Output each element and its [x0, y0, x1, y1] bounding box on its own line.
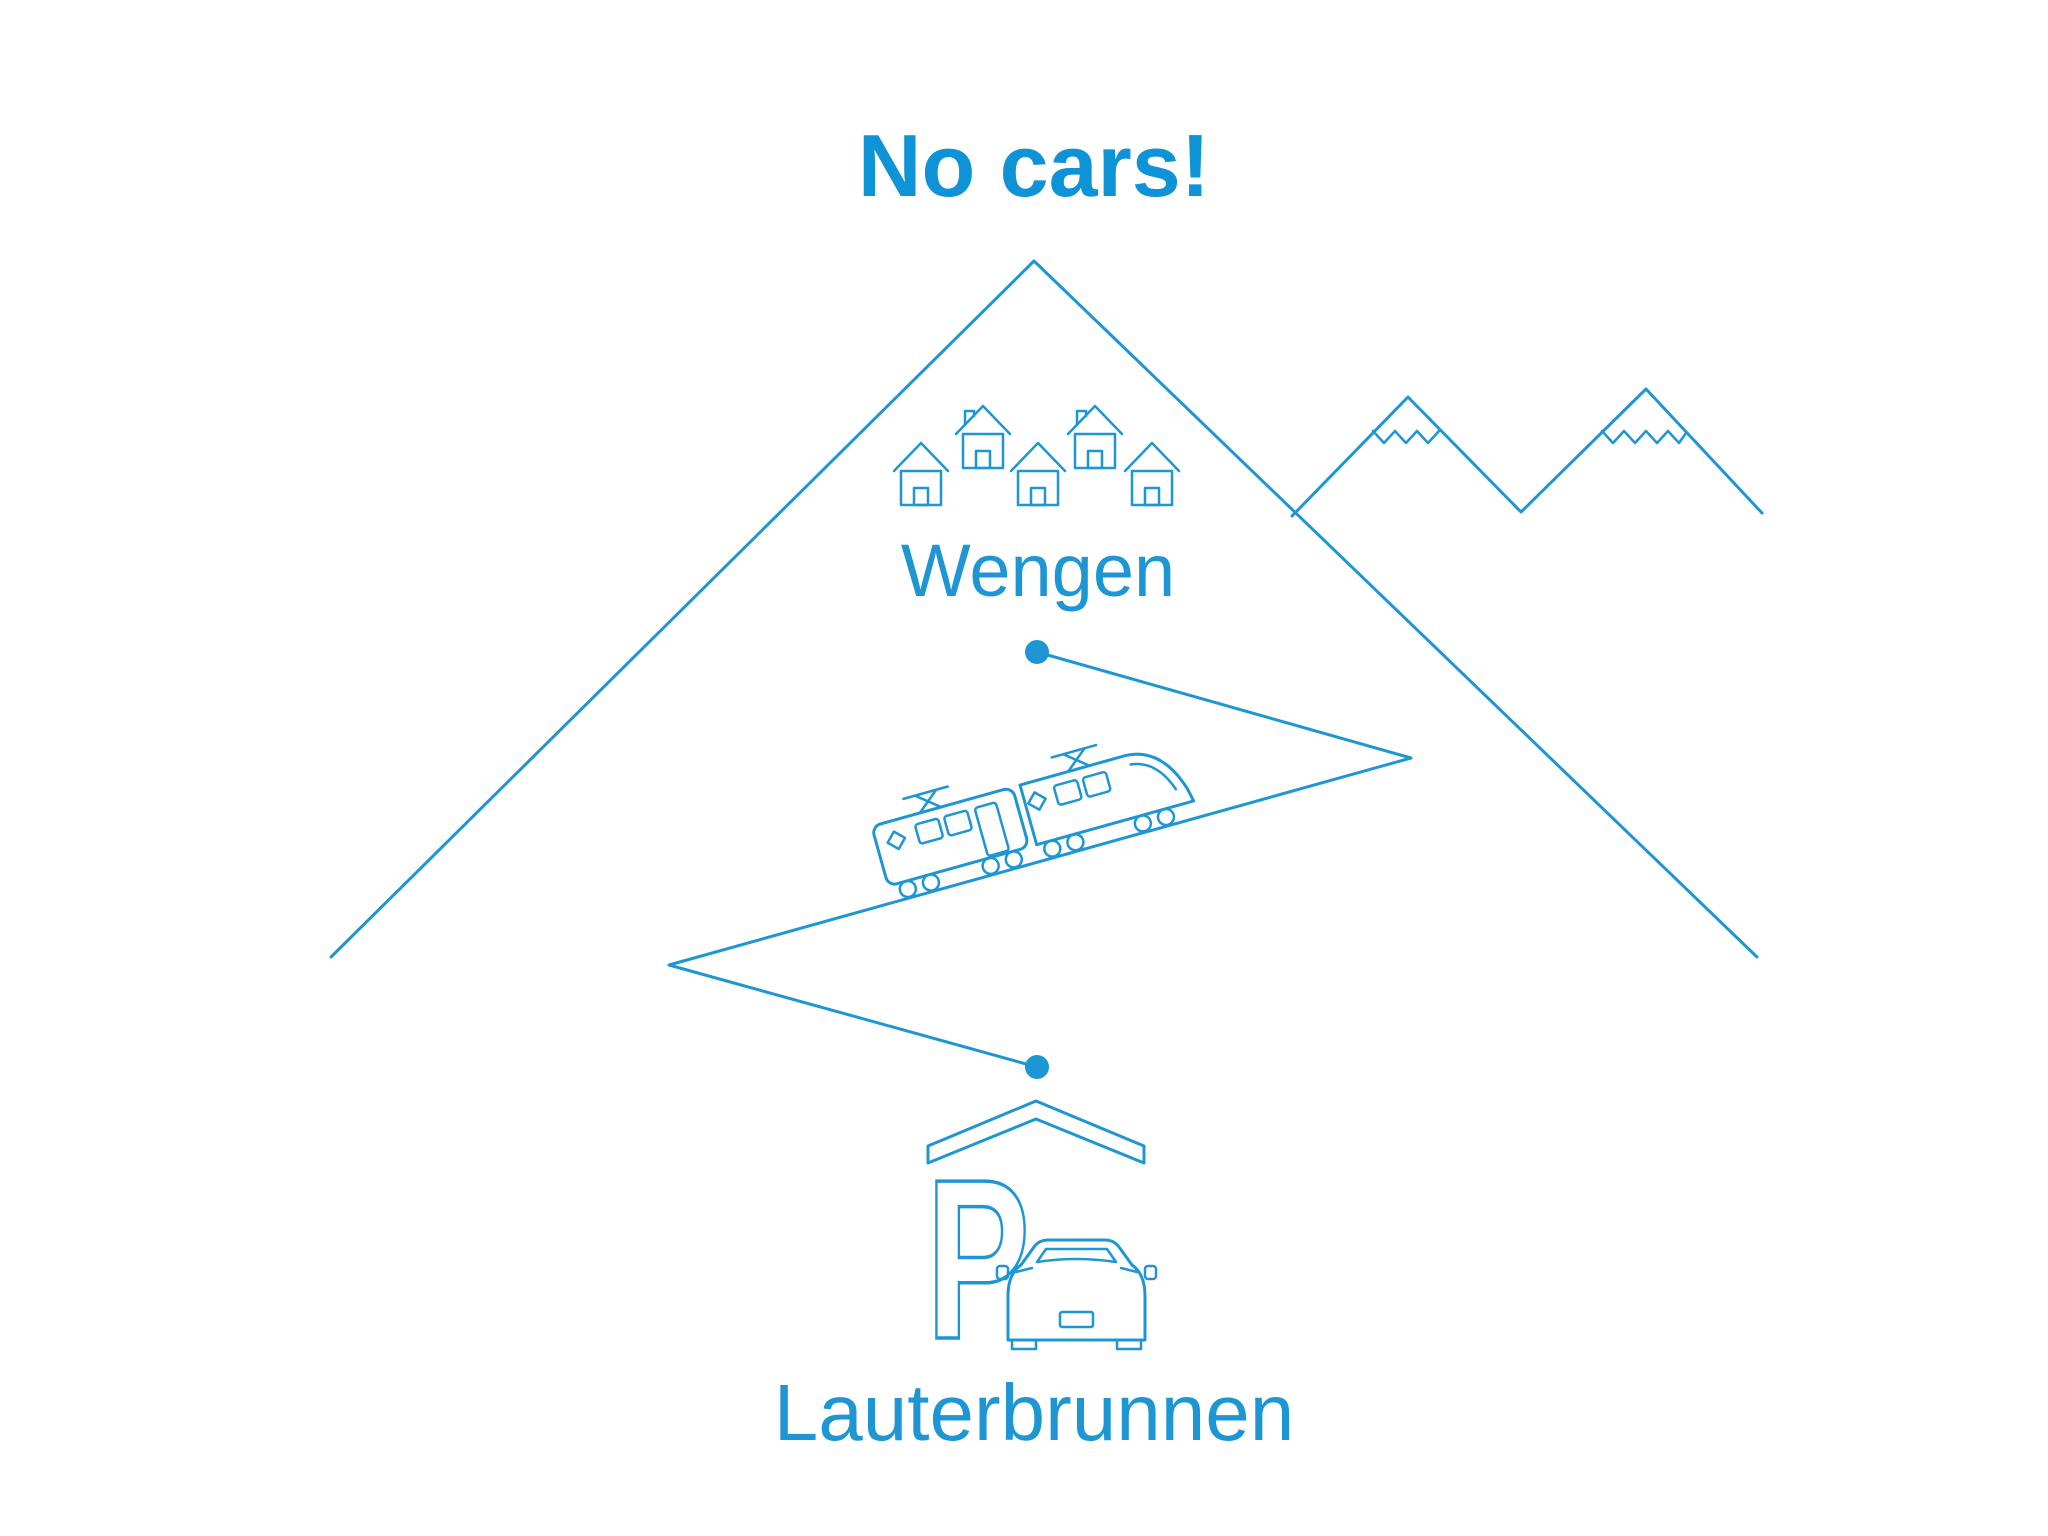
car-wheel	[1010, 1338, 1038, 1351]
garage-roof-icon	[926, 1099, 1146, 1165]
big-mountain-icon	[329, 259, 1759, 959]
cog-railway-line	[667, 650, 1413, 1069]
page-title: No cars!	[858, 116, 1210, 215]
car-headlight	[1119, 1266, 1139, 1274]
house-icon	[1009, 441, 1067, 507]
car-wheel	[1115, 1338, 1143, 1351]
train-window	[1052, 779, 1083, 806]
snow-cap-line	[1600, 429, 1688, 445]
train-window	[914, 817, 944, 845]
parking-garage-icon: P	[924, 1099, 1158, 1389]
train-front-car	[1018, 752, 1196, 847]
train-door	[973, 801, 1010, 857]
parking-p-letter: P	[926, 1133, 1030, 1387]
village-houses-icon	[892, 404, 1181, 507]
house-icon	[892, 441, 950, 507]
car-mirror	[995, 1264, 1010, 1281]
train-window	[943, 809, 973, 837]
lauterbrunnen-label: Lauterbrunnen	[774, 1368, 1294, 1457]
house-icon	[1123, 441, 1181, 507]
car-windshield	[1035, 1247, 1118, 1264]
train-logo-diamond	[886, 830, 907, 851]
mountain-range-icon	[1290, 387, 1764, 518]
train-windshield	[1129, 762, 1178, 791]
wengen-label: Wengen	[901, 529, 1175, 612]
car-license-plate	[1058, 1310, 1095, 1329]
car-mirror	[1143, 1264, 1158, 1281]
pantograph-icon	[902, 785, 949, 815]
car-headlight	[1014, 1266, 1034, 1274]
car-icon	[995, 1238, 1158, 1351]
route-end-dot	[1025, 1055, 1049, 1079]
snow-cap-line	[1371, 429, 1441, 445]
pantograph-icon	[1050, 743, 1098, 773]
train-window	[1081, 770, 1112, 798]
house-icon	[1066, 404, 1124, 470]
train-logo-diamond	[1027, 791, 1047, 811]
car-body	[1006, 1238, 1147, 1342]
house-icon	[954, 404, 1012, 470]
train-icon	[872, 743, 1196, 901]
